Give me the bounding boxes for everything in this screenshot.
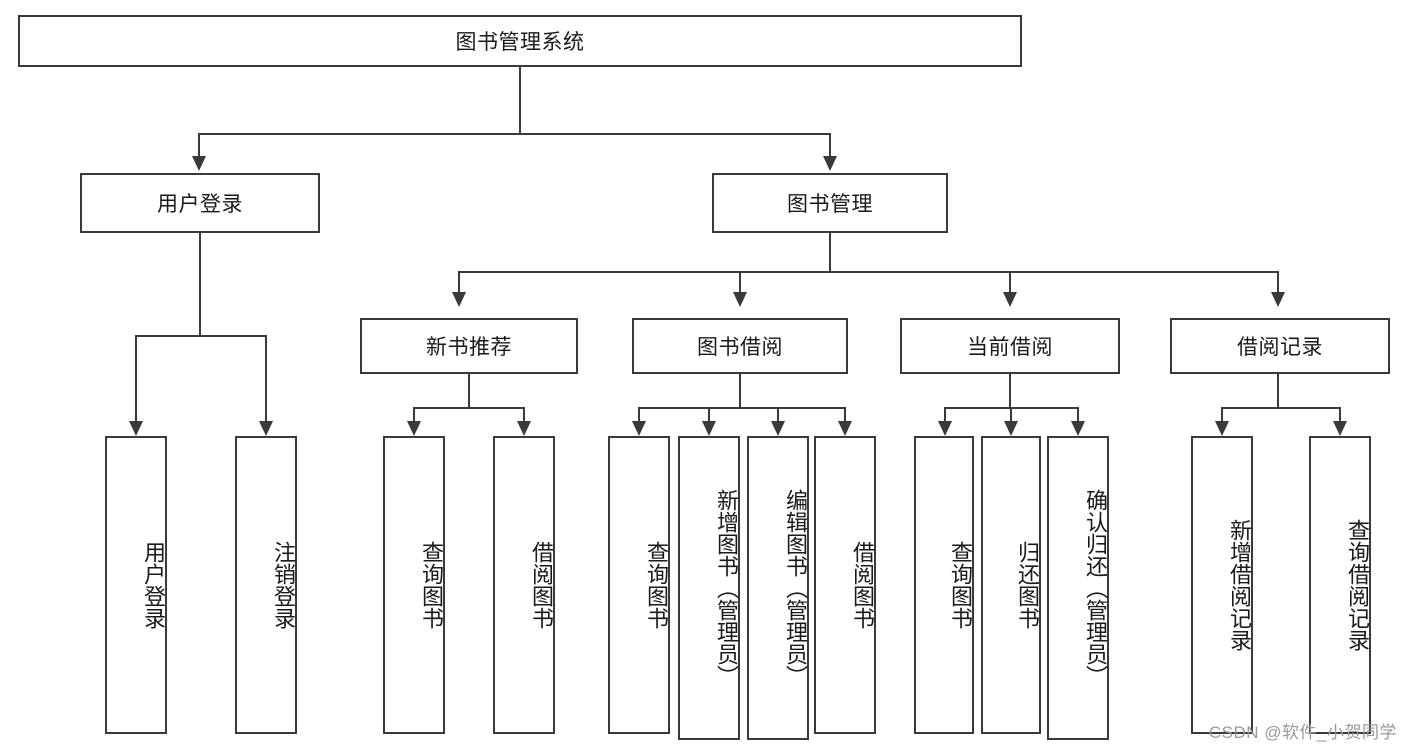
arrow-user-login-to-leaf-1 bbox=[259, 421, 273, 436]
connector-book-borrow-to-leaf-3 bbox=[844, 407, 846, 422]
connector-book-borrow-bar bbox=[638, 407, 845, 409]
connector-current-borrow-stem bbox=[1009, 374, 1011, 408]
connector-new-book-stem bbox=[468, 374, 470, 408]
connector-bm-to-book-borrow bbox=[739, 271, 741, 293]
arrow-book-borrow-to-leaf-2 bbox=[771, 421, 785, 436]
arrow-new-book-to-leaf-1 bbox=[517, 421, 531, 436]
connector-book-borrow-to-leaf-0 bbox=[638, 407, 640, 422]
arrow-current-borrow-to-leaf-1 bbox=[1004, 421, 1018, 436]
connector-root-stem bbox=[519, 67, 521, 134]
arrow-book-borrow-to-leaf-3 bbox=[838, 421, 852, 436]
arrow-current-borrow-to-leaf-2 bbox=[1071, 421, 1085, 436]
connector-book-management-bar bbox=[458, 271, 1279, 273]
arrow-bm-to-book-borrow bbox=[733, 292, 747, 307]
leaf-book-borrow-add-book-admin[interactable]: 新增图书（管理员） bbox=[678, 436, 740, 740]
node-root-book-management-system[interactable]: 图书管理系统 bbox=[18, 15, 1022, 67]
connector-root-to-book-management bbox=[829, 133, 831, 157]
connector-new-book-to-leaf-0 bbox=[413, 407, 415, 422]
connector-book-management-stem bbox=[829, 233, 831, 272]
connector-new-book-bar bbox=[413, 407, 524, 409]
connector-book-borrow-to-leaf-1 bbox=[708, 407, 710, 422]
leaf-book-borrow-edit-book-admin[interactable]: 编辑图书（管理员） bbox=[747, 436, 809, 740]
connector-borrow-record-to-leaf-1 bbox=[1339, 407, 1341, 422]
leaf-borrow-record-add-record[interactable]: 新增借阅记录 bbox=[1191, 436, 1253, 734]
connector-user-login-to-leaf-0 bbox=[135, 335, 137, 422]
node-user-login[interactable]: 用户登录 bbox=[80, 173, 320, 233]
leaf-user-login-user-login[interactable]: 用户登录 bbox=[105, 436, 167, 734]
node-new-book-recommend[interactable]: 新书推荐 bbox=[360, 318, 578, 374]
arrow-bm-to-current-borrow bbox=[1003, 292, 1017, 307]
leaf-book-borrow-borrow-books[interactable]: 借阅图书 bbox=[814, 436, 876, 734]
arrow-bm-to-new-book bbox=[452, 292, 466, 307]
arrow-new-book-to-leaf-0 bbox=[407, 421, 421, 436]
connector-borrow-record-bar bbox=[1221, 407, 1340, 409]
leaf-current-borrow-query-books[interactable]: 查询图书 bbox=[914, 436, 974, 734]
connector-root-bar bbox=[198, 133, 831, 135]
arrow-user-login-to-leaf-0 bbox=[129, 421, 143, 436]
leaf-new-book-borrow-books[interactable]: 借阅图书 bbox=[493, 436, 555, 734]
connector-bm-to-new-book bbox=[458, 271, 460, 293]
connector-bm-to-current-borrow bbox=[1009, 271, 1011, 293]
arrow-book-borrow-to-leaf-1 bbox=[702, 421, 716, 436]
node-borrow-record[interactable]: 借阅记录 bbox=[1170, 318, 1390, 374]
arrow-book-borrow-to-leaf-0 bbox=[632, 421, 646, 436]
connector-borrow-record-stem bbox=[1277, 374, 1279, 408]
node-book-borrow[interactable]: 图书借阅 bbox=[632, 318, 848, 374]
connector-new-book-to-leaf-1 bbox=[523, 407, 525, 422]
leaf-user-login-logout[interactable]: 注销登录 bbox=[235, 436, 297, 734]
connector-book-borrow-stem bbox=[739, 374, 741, 408]
connector-root-to-user-login bbox=[198, 133, 200, 157]
connector-user-login-stem bbox=[199, 233, 201, 336]
connector-user-login-to-leaf-1 bbox=[265, 335, 267, 422]
leaf-borrow-record-query-record[interactable]: 查询借阅记录 bbox=[1309, 436, 1371, 734]
connector-current-borrow-to-leaf-1 bbox=[1010, 407, 1012, 422]
leaf-current-borrow-confirm-return-admin[interactable]: 确认归还（管理员） bbox=[1047, 436, 1109, 740]
connector-current-borrow-to-leaf-2 bbox=[1077, 407, 1079, 422]
leaf-new-book-query-books[interactable]: 查询图书 bbox=[383, 436, 445, 734]
node-current-borrow[interactable]: 当前借阅 bbox=[900, 318, 1120, 374]
arrow-borrow-record-to-leaf-1 bbox=[1333, 421, 1347, 436]
arrow-bm-to-borrow-record bbox=[1271, 292, 1285, 307]
arrow-root-to-book-management bbox=[823, 156, 837, 171]
leaf-current-borrow-return-books[interactable]: 归还图书 bbox=[981, 436, 1041, 734]
connector-borrow-record-to-leaf-0 bbox=[1221, 407, 1223, 422]
arrow-current-borrow-to-leaf-0 bbox=[938, 421, 952, 436]
node-book-management[interactable]: 图书管理 bbox=[712, 173, 948, 233]
arrow-borrow-record-to-leaf-0 bbox=[1215, 421, 1229, 436]
arrow-root-to-user-login bbox=[192, 156, 206, 171]
connector-bm-to-borrow-record bbox=[1277, 271, 1279, 293]
connector-current-borrow-to-leaf-0 bbox=[944, 407, 946, 422]
connector-book-borrow-to-leaf-2 bbox=[777, 407, 779, 422]
leaf-book-borrow-query-books[interactable]: 查询图书 bbox=[608, 436, 670, 734]
connector-user-login-bar bbox=[135, 335, 266, 337]
